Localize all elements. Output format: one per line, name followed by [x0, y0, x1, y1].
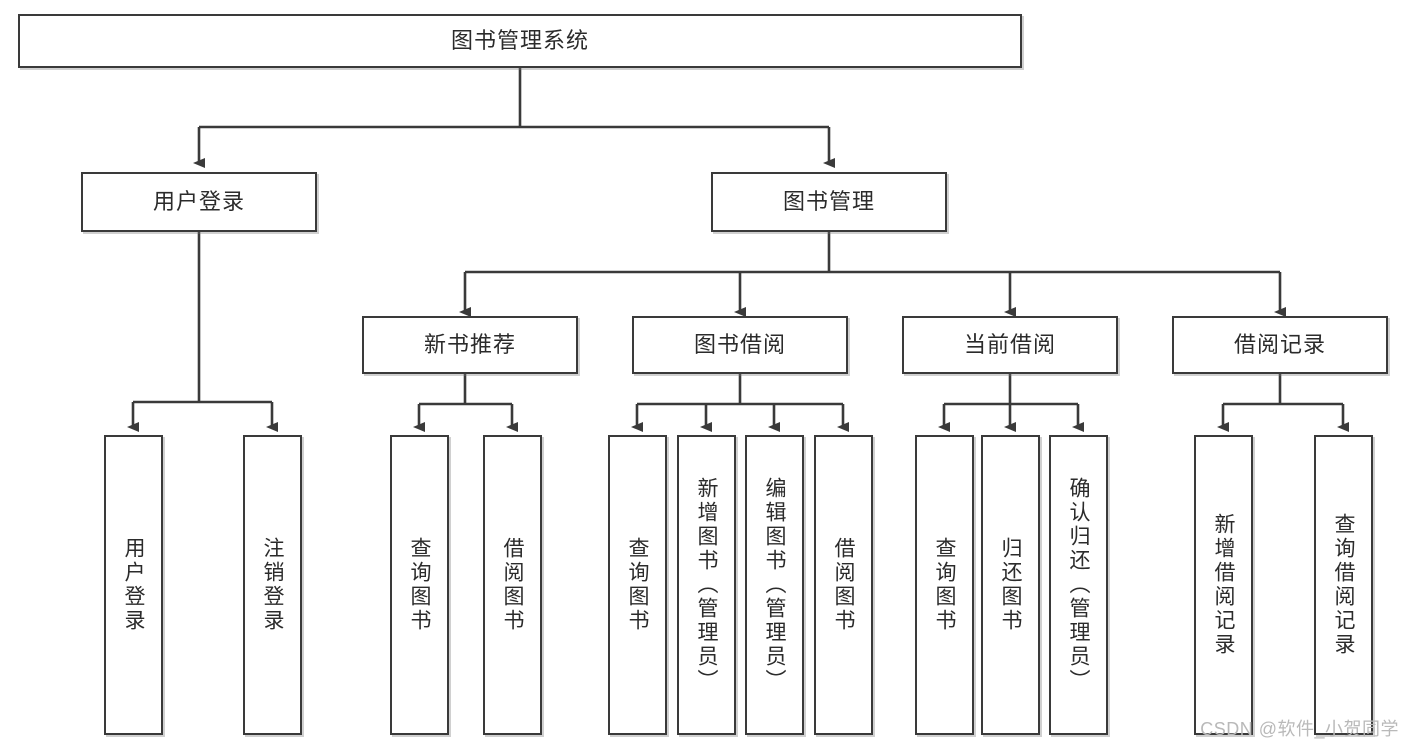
leaf-user-login[interactable]: 用户登录 [104, 435, 163, 735]
node-borrow-record[interactable]: 借阅记录 [1172, 316, 1388, 374]
node-label: 编辑图书（管理员） [763, 477, 787, 693]
node-label: 用户登录 [122, 537, 146, 633]
leaf-edit-book-admin[interactable]: 编辑图书（管理员） [745, 435, 804, 735]
node-root-system[interactable]: 图书管理系统 [18, 14, 1022, 68]
node-label: 图书管理系统 [450, 27, 589, 53]
leaf-query-borrow-record[interactable]: 查询借阅记录 [1314, 435, 1373, 735]
node-current-borrow[interactable]: 当前借阅 [902, 316, 1118, 374]
leaf-query-book-current[interactable]: 查询图书 [915, 435, 974, 735]
node-new-book-recommend[interactable]: 新书推荐 [362, 316, 578, 374]
node-label: 借阅图书 [501, 537, 525, 633]
leaf-borrow-book[interactable]: 借阅图书 [814, 435, 873, 735]
leaf-logout[interactable]: 注销登录 [243, 435, 302, 735]
node-label: 新增借阅记录 [1212, 513, 1236, 657]
node-user-login[interactable]: 用户登录 [81, 172, 317, 232]
node-label: 图书借阅 [693, 331, 786, 357]
leaf-add-borrow-record[interactable]: 新增借阅记录 [1194, 435, 1253, 735]
leaf-return-book[interactable]: 归还图书 [981, 435, 1040, 735]
node-book-borrow[interactable]: 图书借阅 [632, 316, 848, 374]
node-label: 用户登录 [152, 188, 245, 214]
leaf-add-book-admin[interactable]: 新增图书（管理员） [677, 435, 736, 735]
node-label: 确认归还（管理员） [1067, 477, 1091, 693]
node-label: 新书推荐 [423, 331, 516, 357]
node-label: 查询借阅记录 [1332, 513, 1356, 657]
node-label: 当前借阅 [963, 331, 1056, 357]
leaf-query-book-recommend[interactable]: 查询图书 [390, 435, 449, 735]
node-label: 查询图书 [626, 537, 650, 633]
node-label: 归还图书 [999, 537, 1023, 633]
leaf-confirm-return-admin[interactable]: 确认归还（管理员） [1049, 435, 1108, 735]
node-label: 图书管理 [782, 188, 875, 214]
leaf-query-book-borrow[interactable]: 查询图书 [608, 435, 667, 735]
node-label: 查询图书 [933, 537, 957, 633]
leaf-borrow-book-recommend[interactable]: 借阅图书 [483, 435, 542, 735]
node-book-management[interactable]: 图书管理 [711, 172, 947, 232]
node-label: 新增图书（管理员） [695, 477, 719, 693]
node-label: 借阅图书 [832, 537, 856, 633]
node-label: 注销登录 [261, 537, 285, 633]
node-label: 查询图书 [408, 537, 432, 633]
node-label: 借阅记录 [1233, 331, 1326, 357]
